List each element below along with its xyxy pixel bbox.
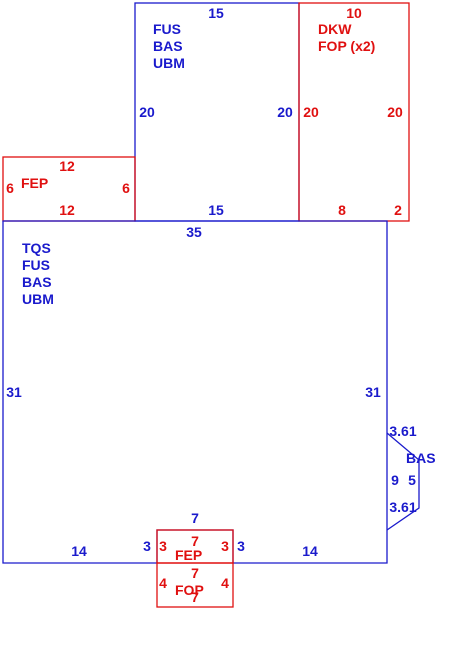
upper-main-code-3: UBM	[153, 55, 185, 71]
lower-main-left-dimension: 31	[6, 384, 22, 400]
bay-base-dimension: 9	[391, 472, 399, 488]
lower-main-notch-left-dimension: 3	[143, 538, 151, 554]
dkw-bottom-dimension-b: 2	[394, 202, 402, 218]
lower-main-code-2: FUS	[22, 257, 50, 273]
lower-main-bottom-right-dimension: 14	[302, 543, 318, 559]
upper-main-bottom-dimension: 15	[208, 202, 224, 218]
bay-area-outline	[386, 432, 420, 531]
lower-main-code-3: BAS	[22, 274, 52, 290]
upper-main-right-dimension: 20	[277, 104, 293, 120]
dkw-code-2: FOP (x2)	[318, 38, 375, 54]
bay-diagonal-bottom-dimension: 3.61	[389, 499, 416, 515]
dkw-right-dimension: 20	[387, 104, 403, 120]
fop-bottom-right-dimension: 4	[221, 575, 229, 591]
dkw-top-dimension: 10	[346, 5, 362, 21]
lower-main-notch-top-dimension: 7	[191, 510, 199, 526]
lower-main-bottom-left-dimension: 14	[71, 543, 87, 559]
fep-bottom-top-dimension: 7	[191, 533, 199, 549]
bay-diagonal-top-dimension: 3.61	[389, 423, 416, 439]
fop-bottom-left-dimension: 4	[159, 575, 167, 591]
lower-main-code-4: UBM	[22, 291, 54, 307]
fop-bottom-area-outline	[156, 562, 234, 608]
fep-left-left-dimension: 6	[6, 180, 14, 196]
fep-left-right-dimension: 6	[122, 180, 130, 196]
upper-main-code-2: BAS	[153, 38, 183, 54]
upper-main-code-1: FUS	[153, 21, 181, 37]
fep-left-bottom-dimension: 12	[59, 202, 75, 218]
fep-bottom-left-dimension: 3	[159, 538, 167, 554]
lower-main-right-dimension: 31	[365, 384, 381, 400]
fep-bottom-code: FEP	[175, 547, 202, 563]
fep-bottom-bottom-dimension: 7	[191, 565, 199, 581]
bay-code: BAS	[406, 450, 436, 466]
lower-main-notch-right-dimension: 3	[237, 538, 245, 554]
fop-bottom-bottom-dimension: 7	[191, 589, 199, 605]
fop-bottom-code: FOP	[175, 582, 204, 598]
lower-main-top-dimension: 35	[186, 224, 202, 240]
dkw-code-1: DKW	[318, 21, 352, 37]
fep-left-code: FEP	[21, 175, 48, 191]
upper-main-left-dimension: 20	[139, 104, 155, 120]
fep-left-top-dimension: 12	[59, 158, 75, 174]
dkw-left-dimension: 20	[303, 104, 319, 120]
lower-main-code-1: TQS	[22, 240, 51, 256]
bay-depth-dimension: 5	[408, 472, 416, 488]
fep-bottom-right-dimension: 3	[221, 538, 229, 554]
upper-main-top-dimension: 15	[208, 5, 224, 21]
dkw-bottom-dimension-a: 8	[338, 202, 346, 218]
